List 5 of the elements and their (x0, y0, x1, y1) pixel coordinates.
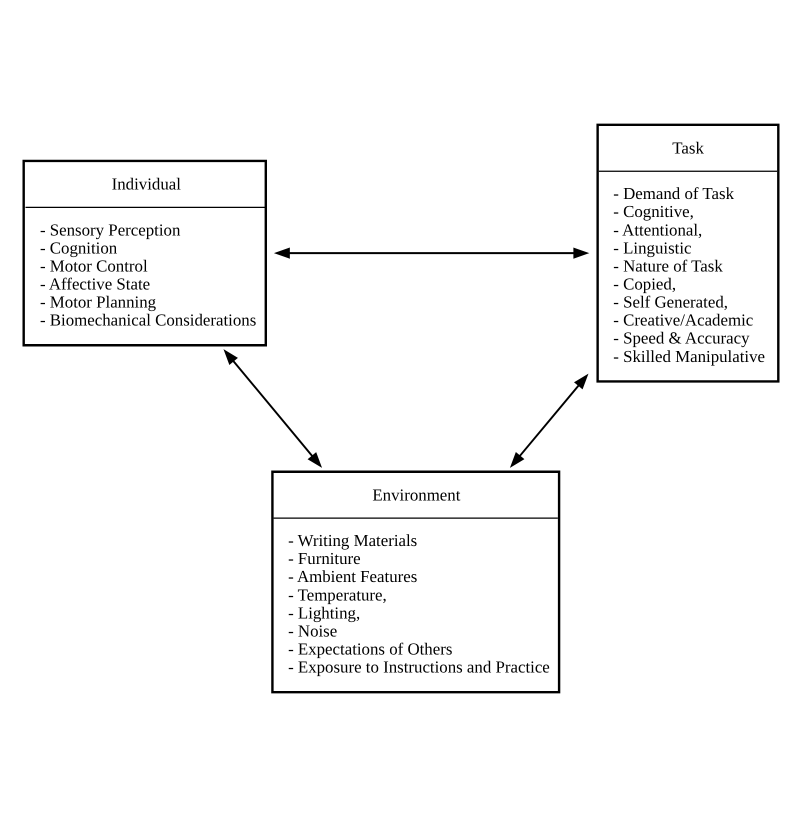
node-box: Environment - Writing Materials - Furniture - Ambient Features - Temperature, - Lighting, - Noise - Expectations of Others - Exposure to Instructions and Practice (271, 470, 560, 693)
arrow (274, 247, 590, 258)
node-box: Task - Demand of Task - Cognitive, - Attentional, - Linguistic - Nature of Task - Copied, - Self Generated, - Creative/Academic - Speed & Accuracy - Skilled Manipulative (596, 123, 780, 382)
arrow (223, 348, 322, 468)
arrow (510, 373, 588, 468)
